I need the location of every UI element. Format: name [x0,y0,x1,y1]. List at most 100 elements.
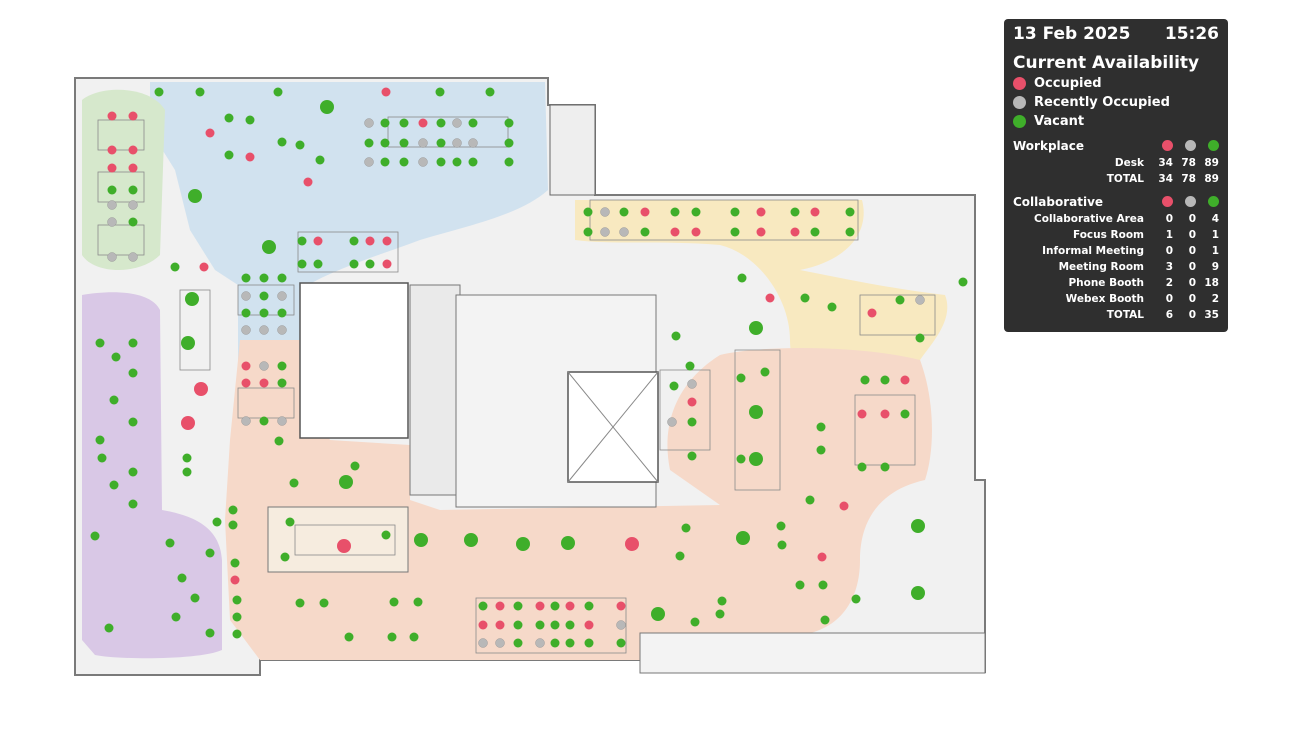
occupied-marker [245,152,255,162]
occupied-marker [691,227,701,237]
vacant-marker [188,189,202,203]
vacant-marker [295,598,305,608]
atrium-void [299,282,409,439]
vacant-marker [195,87,205,97]
recently-occupied-marker [600,207,610,217]
recently-occupied-marker [277,291,287,301]
vacant-marker [212,517,222,527]
vacant-marker [513,601,523,611]
vacant-marker [584,638,594,648]
vacant-marker [128,217,138,227]
vacant-marker [259,308,269,318]
occupied-marker [790,227,800,237]
vacant-marker [277,361,287,371]
recently-occupied-marker [452,138,462,148]
occupied-marker [756,207,766,217]
vacant-marker [128,467,138,477]
occupied-marker [128,111,138,121]
vacant-marker [320,100,334,114]
vacant-marker [915,333,925,343]
occupied-marker [857,409,867,419]
vacant-marker [805,495,815,505]
vacant-marker [464,533,478,547]
vacant-marker [128,368,138,378]
occupied-dot-icon [1162,140,1173,151]
vacant-marker [95,435,105,445]
vacant-marker [107,185,117,195]
vacant-marker [513,638,523,648]
vacant-marker [736,373,746,383]
vacant-dot-icon [1208,196,1219,207]
occupied-marker [382,259,392,269]
vacant-marker [277,137,287,147]
recently-occupied-marker [915,295,925,305]
vacant-marker [565,620,575,630]
occupied-marker [194,382,208,396]
vacant-marker [90,531,100,541]
time-label: 15:26 [1164,24,1219,44]
occupied-marker [303,177,313,187]
vacant-marker [468,157,478,167]
occupied-marker [565,601,575,611]
vacant-marker [690,617,700,627]
vacant-marker [827,302,837,312]
legend-occupied: Occupied [1013,74,1219,93]
recently-occupied-marker [128,200,138,210]
recently-occupied-marker [277,325,287,335]
vacant-marker [399,118,409,128]
occupied-marker [880,409,890,419]
vacant-marker [565,638,575,648]
vacant-marker [259,291,269,301]
recently-occupied-marker [687,379,697,389]
occupied-marker [107,163,117,173]
vacant-marker [182,453,192,463]
desk-block [387,116,509,148]
vacant-marker [349,259,359,269]
occupied-marker [535,601,545,611]
recently-occupied-marker [667,417,677,427]
recently-occupied-marker [259,325,269,335]
occupied-marker [418,118,428,128]
vacant-marker [128,338,138,348]
table-row: Desk 34 78 89 [1114,157,1219,169]
vacant-marker [880,375,890,385]
vacant-marker [111,352,121,362]
vacant-marker [436,157,446,167]
recently-occupied-dot-icon [1013,96,1026,109]
vacant-marker [289,478,299,488]
vacant-marker [730,207,740,217]
recently-occupied-marker [107,217,117,227]
vacant-marker [550,638,560,648]
recently-occupied-marker [616,620,626,630]
vacant-marker [182,467,192,477]
vacant-marker [181,336,195,350]
vacant-marker [845,207,855,217]
occupied-marker [810,207,820,217]
vacant-marker [274,436,284,446]
vacant-marker [736,531,750,545]
occupied-marker [687,397,697,407]
recently-occupied-marker [535,638,545,648]
workplace-table: Desk 34 78 89 TOTAL 34 78 89 [1013,155,1219,187]
bottom-right-meeting [639,632,986,674]
occupied-dot-icon [1162,196,1173,207]
vacant-marker [717,596,727,606]
vacant-marker [232,612,242,622]
vacant-marker [128,417,138,427]
vacant-marker [177,573,187,583]
recently-occupied-marker [495,638,505,648]
vacant-marker [297,236,307,246]
occupied-marker [259,378,269,388]
desk-block [97,224,145,256]
table-row: TOTAL 6 0 35 [1106,309,1219,321]
occupied-marker [817,552,827,562]
recently-occupied-marker [478,638,488,648]
occupied-marker [670,227,680,237]
occupied-marker [584,620,594,630]
vacant-marker [760,367,770,377]
recently-occupied-marker [107,200,117,210]
vacant-marker [900,409,910,419]
vacant-marker [241,308,251,318]
desk-block [589,199,859,241]
table-row: Phone Booth 2 0 18 [1068,277,1219,289]
